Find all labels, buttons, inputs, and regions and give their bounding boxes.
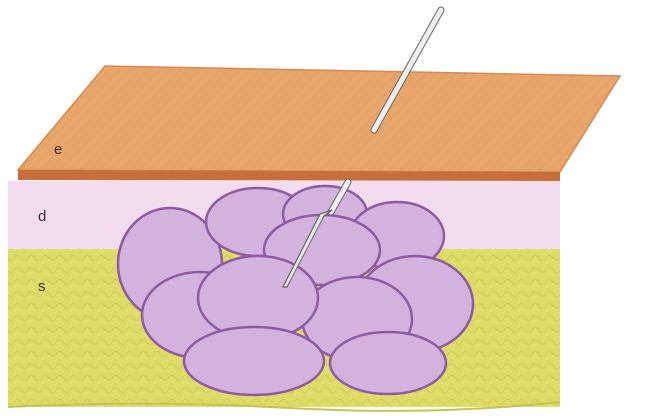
epidermis-label: e [54,141,62,158]
epidermis-layer [18,66,620,181]
dermis-label: d [38,208,46,225]
lobule [330,332,446,394]
subcutis-label: s [38,278,46,295]
lobule [184,327,324,395]
epidermis-surface [18,66,620,172]
